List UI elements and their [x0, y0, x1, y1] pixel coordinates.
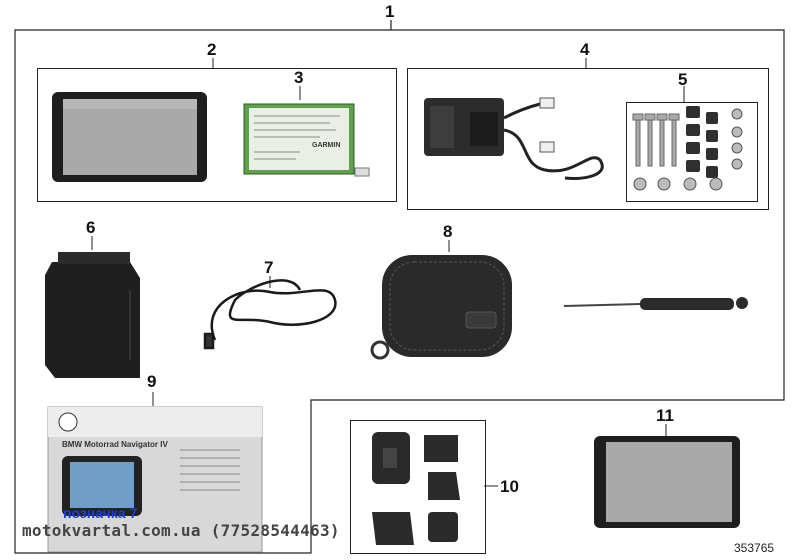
cradle-part — [424, 97, 604, 180]
callout-5: 5 — [678, 70, 688, 89]
box-4 — [407, 68, 769, 210]
figure-number: 353765 — [734, 541, 775, 555]
battery-brand-label: GARMIN — [312, 142, 341, 149]
callout-9: 9 — [147, 372, 157, 391]
box-2 — [37, 68, 397, 202]
mounting-hardware-part — [632, 106, 743, 191]
manual-part — [47, 406, 263, 553]
box-5 — [626, 102, 758, 202]
battery-part — [243, 103, 370, 177]
callout-7: 7 — [264, 258, 274, 277]
cradle-cover-part — [45, 252, 140, 378]
watermark-label: позначка 7 — [63, 505, 138, 521]
navigator-display-part — [52, 92, 207, 182]
box-10 — [350, 420, 486, 554]
callout-4: 4 — [580, 40, 590, 59]
carry-case-part — [370, 255, 512, 360]
callout-3: 3 — [294, 68, 304, 87]
callout-8: 8 — [443, 222, 453, 241]
screwdriver-part — [563, 297, 748, 310]
navigator-unit-part — [594, 436, 740, 528]
callout-10: 10 — [500, 477, 519, 496]
power-adapter-part — [372, 432, 460, 545]
callout-2: 2 — [207, 40, 217, 59]
outline-1-path — [14, 29, 785, 554]
manual-title: BMW Motorrad Navigator IV — [62, 440, 168, 449]
callout-6: 6 — [86, 218, 96, 237]
usb-cable-part — [203, 279, 337, 350]
callout-1: 1 — [385, 2, 395, 21]
watermark-site: motokvartal.com.ua (77528544463) — [22, 521, 340, 540]
callout-11: 11 — [656, 406, 674, 425]
